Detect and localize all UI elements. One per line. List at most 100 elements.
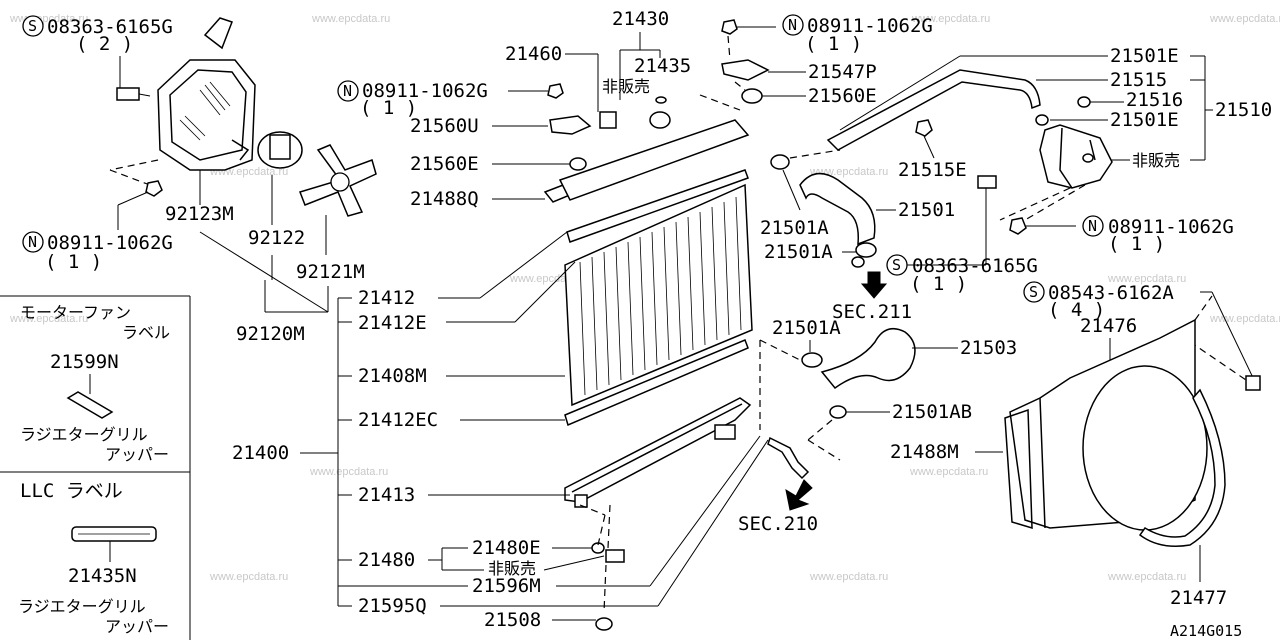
svg-text:S: S [892,256,901,274]
nut-icon [145,180,163,197]
nut-icon [1009,217,1027,235]
callout-92120m: 92120M [236,323,305,345]
watermark: www.epcdata.ru [311,13,390,25]
watermark: www.epcdata.ru [209,571,288,583]
bracket-icon [721,59,770,81]
callout-21430: 21430 [612,8,669,30]
callout-21412e: 21412E [358,312,427,334]
grille-label-subtitle: アッパー [105,445,169,464]
callout-n-nut-left-qty: ( 1 ) [45,251,102,273]
bolt-icon [116,87,140,101]
callout-21515e: 21515E [898,159,967,181]
n-symbol-icon [1082,215,1104,237]
callout-92122: 92122 [248,227,305,249]
svg-text:N: N [1088,217,1097,235]
callout-21480: 21480 [358,549,415,571]
hose-clamp-icon [801,352,823,368]
bolt-icon [977,175,997,189]
callout-21508: 21508 [484,609,541,631]
n-symbol-icon [337,80,359,102]
svg-text:N: N [343,82,352,100]
nut-icon [721,19,738,35]
callout-21510: 21510 [1215,99,1272,121]
callout-21516: 21516 [1126,89,1183,111]
callout-21596m: 21596M [472,575,541,597]
watermark: www.epcdata.ru [309,466,388,478]
sec211-arrow-icon [860,271,888,299]
clip-icon [599,111,617,129]
motor-fan-label-subtitle: ラベル [122,323,170,342]
callout-21480e: 21480E [472,537,541,559]
callout-21501e-top: 21501E [1110,45,1179,67]
callout-21413: 21413 [358,484,415,506]
callout-21476: 21476 [1080,315,1137,337]
radiator-shroud-assembly: S 08543-6162A ( 4 ) 21476 21488M 21477 [890,281,1261,609]
radiator-upper-callouts: 21430 21435 21460 非販売 N 08911-1062G ( 1 … [337,8,933,210]
callout-21547p: 21547P [808,61,877,83]
radiator-core-icon [564,183,753,407]
lower-hose-assembly: 21501A 21503 21501AB SEC.210 [738,317,1017,535]
callout-21477: 21477 [1170,587,1227,609]
motor-fan-label-part-number: 21599N [50,351,119,373]
watermark: www.epcdata.ru [9,313,88,325]
hose-clip-icon [1035,114,1049,126]
callout-s-bolt-right: 08543-6162A [1048,282,1174,304]
callout-21560e-right: 21560E [808,85,877,107]
watermark: www.epcdata.ru [1209,313,1280,325]
hose-clamp-icon [770,154,790,170]
callout-n-nut-top: 08911-1062G [807,15,933,37]
callout-21501a-3: 21501A [772,317,841,339]
watermark: www.epcdata.ru [911,13,990,25]
drain-icon [574,494,588,508]
n-symbol-icon [22,231,44,253]
callout-21501a-2: 21501A [764,241,833,263]
svg-text:S: S [28,17,37,35]
outlet-pipe-icon [714,424,736,440]
callout-21501e-mid: 21501E [1110,109,1179,131]
watermark: www.epcdata.ru [1209,13,1280,25]
radiator-core [558,94,753,508]
callout-21560e-left: 21560E [410,153,479,175]
hose-clamp-icon [829,405,847,419]
watermark: www.epcdata.ru [1107,571,1186,583]
reservoir-and-hoses: 21501E 21515 21516 21501E 21510 非販売 2151… [760,45,1272,323]
callout-21501ab: 21501AB [892,401,972,423]
svg-text:S: S [1029,283,1038,301]
callout-s-bolt-top: 08363-6165G [47,16,173,38]
callout-sec210: SEC.210 [738,513,818,535]
callout-s-bolt-mid: 08363-6165G [912,255,1038,277]
clip-icon [915,119,933,137]
lower-hose-icon [820,327,916,390]
callout-21560u: 21560U [410,115,479,137]
fan-shroud-icon [157,59,256,171]
callout-sec211: SEC.211 [832,301,912,323]
bracket-icon [549,115,592,135]
callout-21595q: 21595Q [358,595,427,617]
s-symbol-icon [1023,281,1045,303]
callout-s-bolt-mid-qty: ( 1 ) [910,273,967,295]
overflow-hose-icon [826,69,1041,151]
callout-21501-hose: 21501 [898,199,955,221]
callout-n-nut-right-qty: ( 1 ) [1108,233,1165,255]
callout-21488q: 21488Q [410,188,479,210]
fan-motor-assembly: S 08363-6165G ( 2 ) N 08911-1062G ( 1 ) … [22,15,377,345]
callout-21503: 21503 [960,337,1017,359]
rubber-mount-icon [569,157,587,171]
callout-21412: 21412 [358,287,415,309]
radiator-callouts: 21412 21412E 21408M 21412EC 21400 21413 … [232,231,769,631]
svg-text:N: N [28,233,37,251]
pipe-icon [767,436,810,480]
callout-21400: 21400 [232,442,289,464]
not-for-sale-label-1: 非販売 [602,77,650,96]
seal-strip-icon [566,169,749,243]
llc-label-title: LLC ラベル [20,480,123,502]
callout-n-nut-right: 08911-1062G [1108,216,1234,238]
bolt-icon [1245,375,1261,391]
shroud-opening-icon [1082,365,1208,531]
callout-21460: 21460 [505,43,562,65]
callout-n-nut-top-qty: ( 1 ) [805,33,862,55]
callout-92123m: 92123M [165,203,234,225]
n-symbol-icon [782,14,804,36]
callout-21515: 21515 [1110,69,1167,91]
